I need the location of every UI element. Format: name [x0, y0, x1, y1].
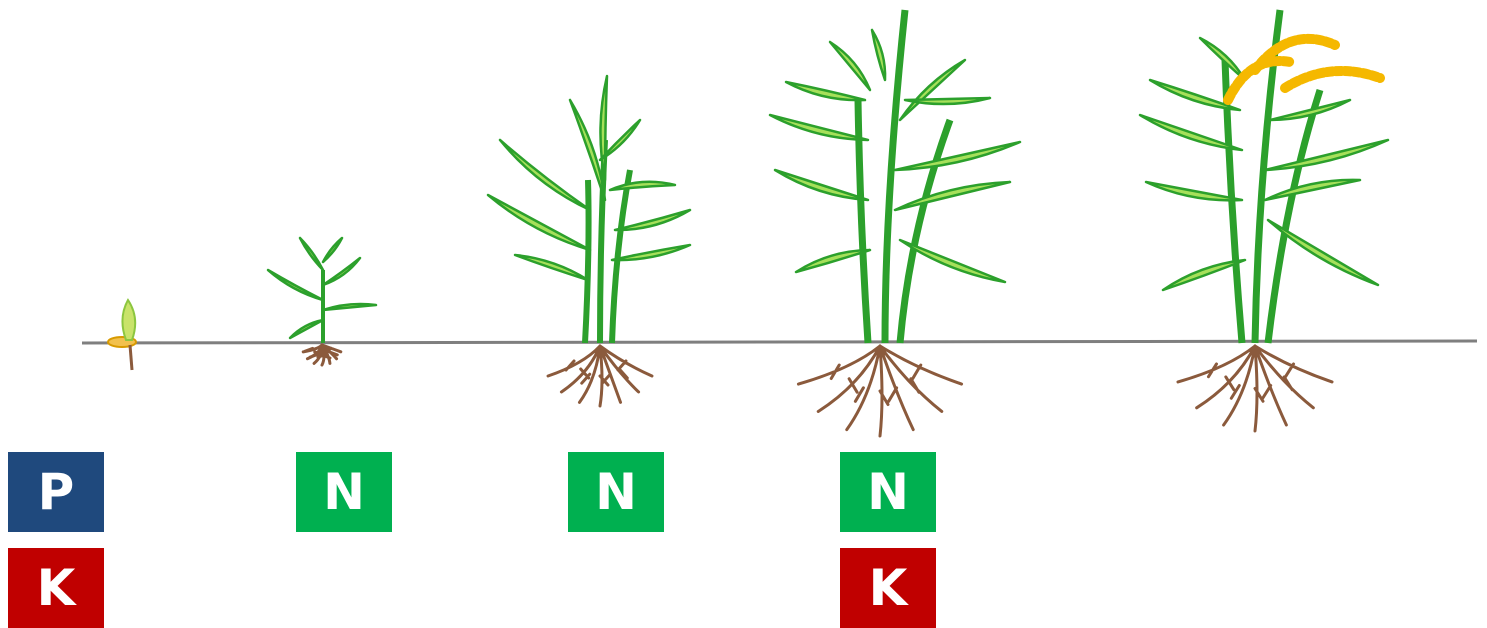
- seedling-leaf: [300, 238, 323, 270]
- radicle: [130, 345, 132, 370]
- badge-letter: K: [37, 563, 76, 613]
- badge-letter: K: [869, 563, 908, 613]
- booting-leaf: [830, 42, 870, 90]
- ripening-leaf: [1265, 140, 1388, 170]
- seedling-leaf: [290, 320, 323, 338]
- tillering-stems: [585, 140, 630, 343]
- tillering-leaf: [615, 210, 690, 230]
- seedling-roots: [303, 345, 341, 365]
- grain-panicle: [1285, 71, 1380, 88]
- seedling-leaf: [323, 258, 360, 285]
- booting-leaf: [872, 30, 885, 80]
- booting-leaf: [775, 170, 868, 200]
- badge-stage2-N: N: [296, 452, 392, 532]
- ripening-leaf: [1265, 180, 1360, 200]
- booting-leaf: [786, 82, 865, 100]
- badge-stage4-K: K: [840, 548, 936, 628]
- booting-leaf: [770, 115, 868, 140]
- booting-roots: [798, 346, 961, 436]
- booting-leaf: [900, 240, 1005, 282]
- seedling-leaf: [323, 238, 342, 262]
- booting-leaf: [895, 182, 1010, 210]
- badge-stage4-N: N: [840, 452, 936, 532]
- ripening-leaf: [1163, 260, 1245, 290]
- booting-leaf: [796, 250, 870, 272]
- booting-stems: [858, 10, 950, 343]
- tillering-leaf: [515, 255, 588, 280]
- ripening-roots: [1178, 346, 1332, 431]
- sprout-leaf: [122, 300, 135, 340]
- booting-leaf: [895, 142, 1020, 170]
- seedling-leaf: [268, 270, 323, 300]
- badge-stage1-K: K: [8, 548, 104, 628]
- badge-letter: P: [38, 467, 75, 517]
- tillering-leaf: [612, 245, 690, 260]
- tillering-leaf: [600, 76, 607, 180]
- badge-letter: N: [867, 467, 909, 517]
- tillering-leaf: [500, 140, 590, 210]
- tillering-leaf: [610, 182, 675, 190]
- booting-leaf: [905, 98, 990, 104]
- tillering-roots: [548, 346, 652, 406]
- booting-leaf: [900, 60, 965, 120]
- seedling-leaf: [323, 304, 376, 310]
- badge-letter: N: [323, 467, 365, 517]
- badge-stage1-P: P: [8, 452, 104, 532]
- badge-stage3-N: N: [568, 452, 664, 532]
- badge-letter: N: [595, 467, 637, 517]
